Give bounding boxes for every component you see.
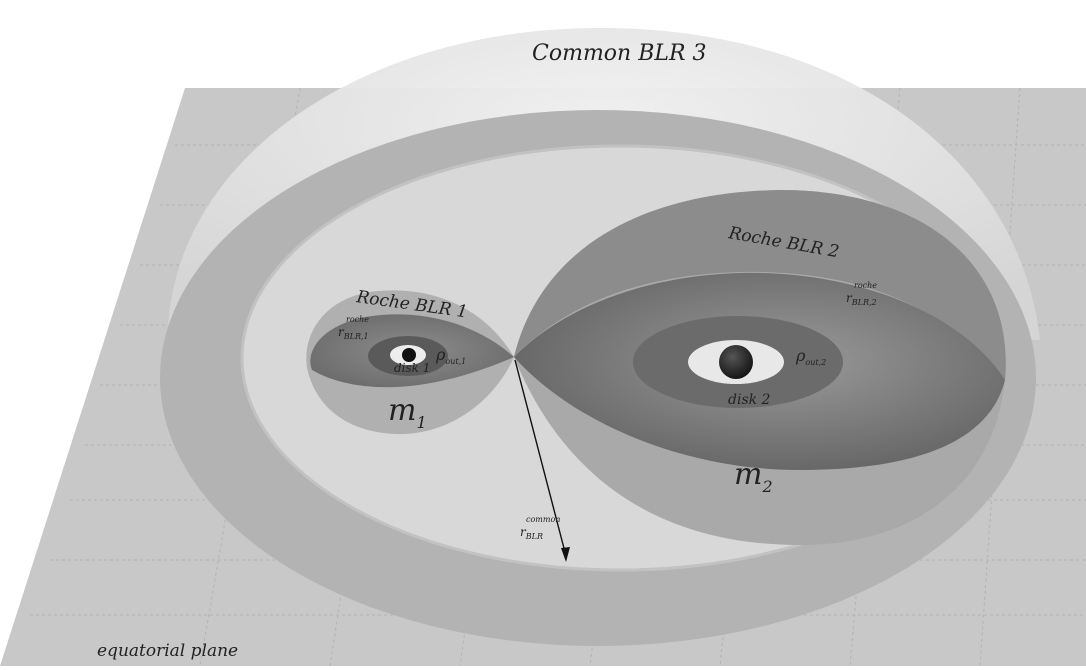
- r-blr-2-label: rBLR,2: [846, 291, 877, 307]
- common-blr-label: Common BLR 3: [532, 41, 707, 66]
- rho-out-2-label: ρout,2: [795, 346, 826, 367]
- r-blr-1-sup: roche: [346, 315, 369, 324]
- common-radius-arrowhead: [561, 547, 570, 562]
- equatorial-plane-label: equatorial plane: [97, 641, 238, 661]
- r-blr-common-label: rBLR: [520, 525, 543, 541]
- common-radius-arrow: [514, 359, 567, 557]
- m2-label: m2: [734, 457, 773, 496]
- black-hole-2: [719, 345, 753, 379]
- disk-1-label: disk 1: [394, 361, 430, 375]
- r-blr-common-sup: common: [526, 515, 560, 524]
- m1-label: m1: [388, 393, 427, 432]
- black-hole-1: [402, 348, 416, 362]
- r-blr-1-label: rBLR,1: [338, 325, 369, 341]
- roche-lobe-2-upper: [514, 190, 1006, 380]
- rho-out-1-label: ρout,1: [435, 345, 466, 366]
- disk-2-label: disk 2: [728, 392, 771, 408]
- r-blr-2-sup: roche: [854, 281, 877, 290]
